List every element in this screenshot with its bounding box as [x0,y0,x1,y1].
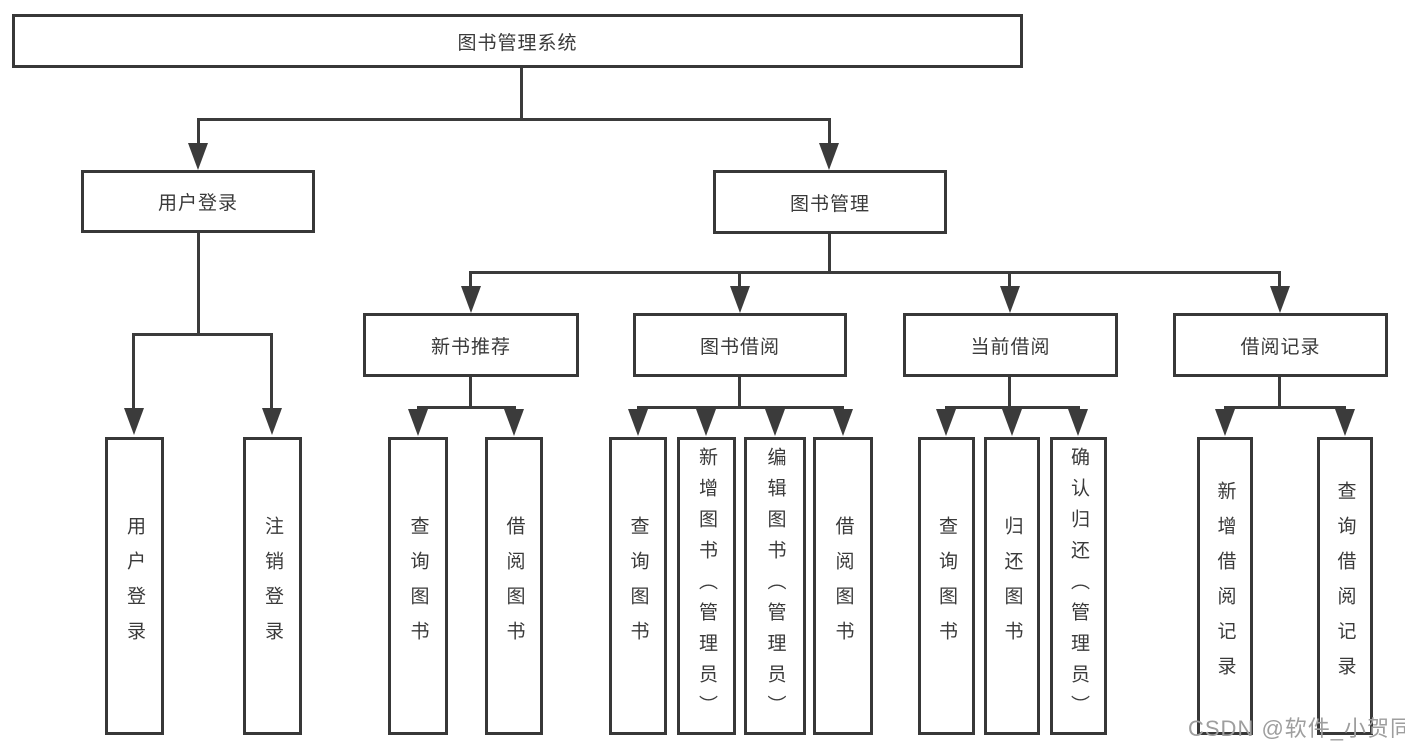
arrowhead-to-login [124,408,144,435]
node-borrow-records-label: 借阅记录 [1240,336,1321,358]
node-book-mgmt: 图书管理 [713,170,947,234]
node-cb-return-book-label: 归还图书 [1001,516,1023,656]
node-book-mgmt-label: 图书管理 [789,193,870,215]
arrowhead-to-cb-confirm-return [1068,409,1088,436]
node-bb-edit-book-label: 编辑图书（管理员） [764,446,786,726]
node-user-login-label: 用户登录 [157,193,238,214]
node-rec-borrow-book: 借阅图书 [485,437,543,735]
node-cb-query-book: 查询图书 [918,437,975,735]
node-bb-edit-book: 编辑图书（管理员） [744,437,806,735]
connector-book-borrow-stem [738,377,741,409]
node-borrow-records: 借阅记录 [1173,313,1388,377]
node-cb-return-book: 归还图书 [984,437,1040,735]
node-user-login: 用户登录 [81,170,315,233]
node-logout: 注销登录 [243,437,302,735]
connector-book-mgmt-stem [828,234,831,274]
node-cb-query-book-label: 查询图书 [936,516,957,656]
node-new-book-rec-label: 新书推荐 [430,336,511,358]
connector-root-stem [520,68,523,120]
node-login: 用户登录 [105,437,164,735]
connector-to-logout-line [270,333,273,409]
node-rec-borrow-book-label: 借阅图书 [503,516,525,656]
arrowhead-to-current-borrow [1000,286,1020,313]
node-bb-borrow-book-label: 借阅图书 [832,516,854,656]
arrowhead-to-bb-add-book [696,409,716,436]
node-br-add-record: 新增借阅记录 [1197,437,1253,735]
node-book-borrow: 图书借阅 [633,313,847,377]
arrowhead-to-cb-query-book [936,409,956,436]
connector-borrow-records-split [1224,406,1346,409]
arrowhead-to-logout [262,408,282,435]
arrowhead-to-bb-borrow-book [833,409,853,436]
node-br-add-record-label: 新增借阅记录 [1214,481,1236,691]
node-cb-confirm-return-label: 确认归还（管理员） [1068,446,1089,726]
connector-new-book-rec-split [417,406,516,409]
connector-to-book-borrow-line [738,271,741,287]
node-bb-add-book: 新增图书（管理员） [677,437,736,735]
arrowhead-to-user-login [188,143,208,170]
connector-to-book-mgmt-line [828,118,831,145]
connector-to-new-book-rec-line [469,271,472,287]
node-current-borrow: 当前借阅 [903,313,1118,377]
node-logout-label: 注销登录 [262,516,283,656]
connector-book-mgmt-split [470,271,1281,274]
arrowhead-to-br-add-record [1215,409,1235,436]
arrowhead-to-new-book-rec [461,286,481,313]
connector-book-borrow-split [637,406,844,409]
node-root-label: 图书管理系统 [457,32,578,54]
connector-to-current-borrow-line [1008,271,1011,287]
node-br-query-record-label: 查询借阅记录 [1334,481,1356,691]
arrowhead-to-bb-edit-book [765,409,785,436]
arrowhead-to-cb-return-book [1002,409,1022,436]
connector-user-login-split [132,333,273,336]
node-bb-add-book-label: 新增图书（管理员） [696,446,717,726]
node-bb-query-book: 查询图书 [609,437,667,735]
csdn-watermark: CSDN @软件_小贺同学 [1188,716,1405,741]
node-book-borrow-label: 图书借阅 [699,336,780,358]
connector-to-borrow-records-line [1278,271,1281,287]
connector-root-split [197,118,831,121]
arrowhead-to-book-borrow [730,286,750,313]
node-rec-query-book-label: 查询图书 [407,516,429,656]
connector-user-login-stem [197,233,200,335]
node-bb-borrow-book: 借阅图书 [813,437,873,735]
connector-new-book-rec-stem [469,377,472,409]
arrowhead-to-book-mgmt [819,143,839,170]
node-new-book-rec: 新书推荐 [363,313,579,377]
node-rec-query-book: 查询图书 [388,437,448,735]
arrowhead-to-br-query-record [1335,409,1355,436]
connector-to-login-line [132,333,135,409]
arrowhead-to-borrow-records [1270,286,1290,313]
node-br-query-record: 查询借阅记录 [1317,437,1373,735]
connector-to-user-login-line [197,118,200,145]
connector-borrow-records-stem [1278,377,1281,409]
arrowhead-to-rec-query-book [408,409,428,436]
arrowhead-to-bb-query-book [628,409,648,436]
connector-current-borrow-stem [1008,377,1011,409]
node-cb-confirm-return: 确认归还（管理员） [1050,437,1107,735]
connector-current-borrow-split [945,406,1080,409]
node-bb-query-book-label: 查询图书 [627,516,649,656]
node-current-borrow-label: 当前借阅 [970,336,1051,358]
arrowhead-to-rec-borrow-book [504,409,524,436]
node-root: 图书管理系统 [12,14,1023,68]
node-login-label: 用户登录 [124,516,145,656]
